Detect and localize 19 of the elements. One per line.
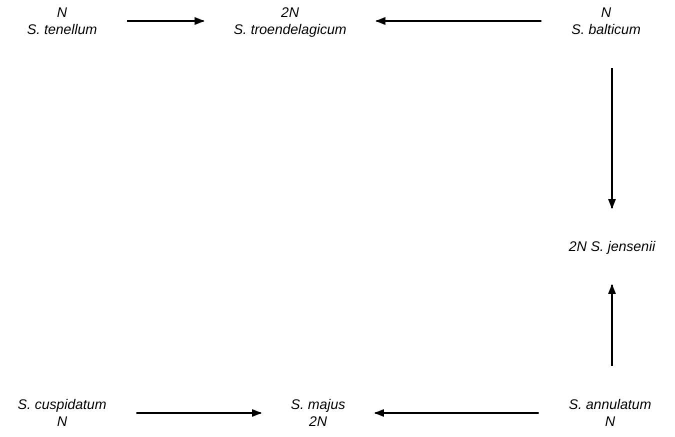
arrow	[127, 17, 205, 25]
species-label: S. annulatum	[568, 396, 652, 413]
species-label: S. tenellum	[26, 21, 98, 38]
species-label: N	[56, 4, 68, 21]
species-label: N	[604, 413, 616, 430]
species-label: 2N S. jensenii	[568, 238, 656, 255]
species-label: S. majus	[290, 396, 346, 413]
arrow	[608, 284, 616, 366]
species-label: 2N	[309, 413, 327, 430]
arrow	[136, 409, 262, 417]
species-label: 2N	[281, 4, 299, 21]
arrow	[375, 17, 542, 25]
species-label: S. balticum	[571, 21, 641, 38]
arrow	[374, 409, 539, 417]
species-label: N	[600, 4, 612, 21]
species-label: S. cuspidatum	[18, 396, 106, 413]
species-label: N	[56, 413, 68, 430]
arrow	[608, 68, 616, 209]
species-label: S. troendelagicum	[234, 21, 346, 38]
